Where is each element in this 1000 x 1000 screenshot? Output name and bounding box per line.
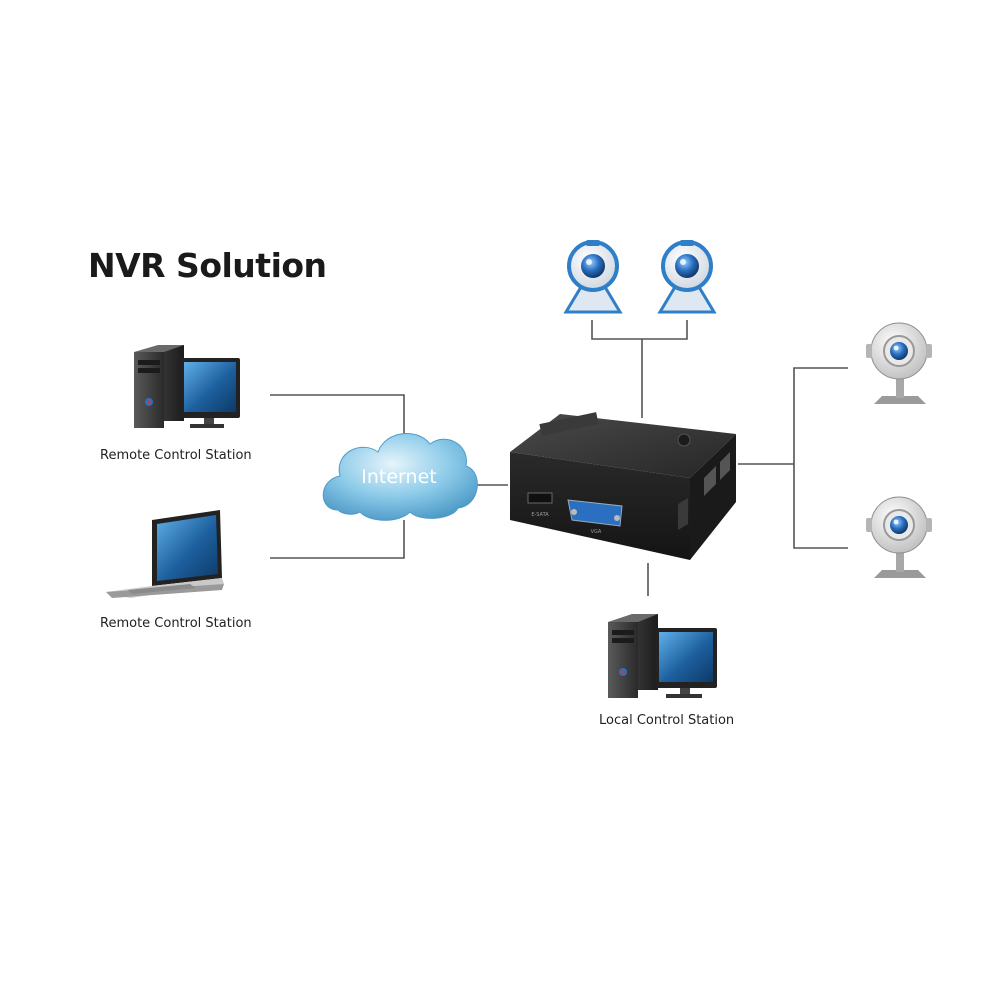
local-desktop-computer — [608, 614, 717, 698]
ip-camera-1 — [866, 322, 932, 404]
internet-label: Internet — [361, 466, 436, 488]
remote-laptop-computer — [106, 510, 224, 598]
line-ipcams-bus — [793, 367, 848, 549]
line-remote-laptop-internet — [270, 520, 405, 559]
internet-cloud: Internet — [322, 433, 478, 521]
remote-desktop-label: Remote Control Station — [100, 448, 252, 463]
ip-camera-2 — [866, 496, 932, 578]
esata-port-label: E-SATA — [531, 512, 549, 518]
line-remote-desktop-internet — [270, 394, 405, 440]
local-station-label: Local Control Station — [599, 713, 735, 728]
webcam-1 — [563, 240, 623, 314]
power-button-icon — [677, 433, 691, 447]
webcam-2 — [657, 240, 717, 314]
nvr-device: E-SATA VGA — [510, 412, 736, 560]
vga-port-label: VGA — [591, 529, 602, 535]
line-webcams-bus — [591, 320, 688, 340]
esata-port-icon — [527, 492, 553, 504]
diagram-title: NVR Solution — [88, 246, 327, 285]
vga-port-icon — [567, 499, 623, 527]
remote-desktop-computer — [134, 345, 240, 428]
remote-laptop-label: Remote Control Station — [100, 616, 252, 631]
